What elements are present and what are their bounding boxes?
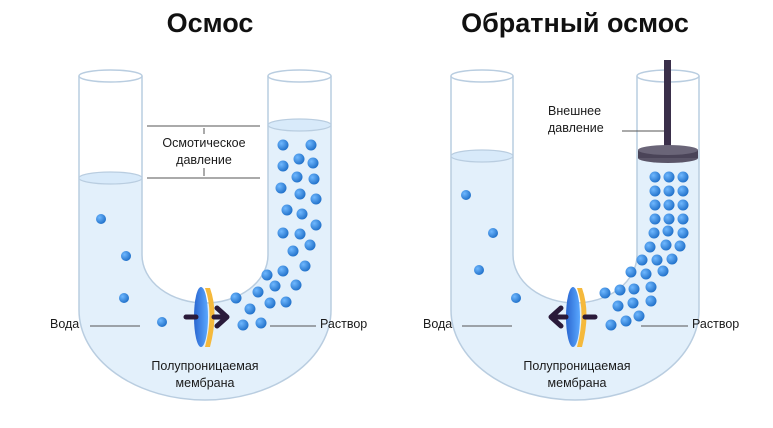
pressure-label-line1: Осмотическое — [162, 136, 246, 150]
semipermeable-membrane-icon — [566, 287, 587, 347]
membrane-label-line2: мембрана — [547, 376, 607, 390]
flow-arrow-right-icon — [183, 305, 230, 329]
semipermeable-membrane-icon — [194, 287, 215, 347]
reverse-osmosis-u-tube — [450, 69, 700, 401]
membrane-label-line2: мембрана — [175, 376, 235, 390]
piston-icon — [638, 60, 698, 163]
osmosis-title: Осмос — [166, 8, 254, 38]
solution-label: Раствор — [692, 317, 740, 331]
osmotic-pressure-marker — [147, 125, 260, 179]
flow-arrow-left-icon — [548, 305, 598, 329]
osmosis-u-tube — [78, 69, 332, 401]
pressure-label-line1: Внешнее — [548, 104, 602, 118]
external-pressure-label: Внешнее давление — [548, 103, 604, 137]
osmotic-pressure-label: Осмотическое давление — [148, 135, 260, 169]
water-label: Вода — [423, 317, 453, 331]
solute-particles — [461, 171, 689, 331]
membrane-label: Полупроницаемая мембрана — [120, 358, 290, 392]
water-label: Вода — [50, 317, 80, 331]
membrane-label-line1: Полупроницаемая — [151, 359, 259, 373]
membrane-label: Полупроницаемая мембрана — [492, 358, 662, 392]
membrane-label-line1: Полупроницаемая — [523, 359, 631, 373]
reverse-osmosis-title: Обратный осмос — [461, 8, 689, 38]
pressure-label-line2: давление — [548, 121, 604, 135]
solution-label: Раствор — [320, 317, 368, 331]
solute-particles — [96, 139, 322, 331]
pressure-label-line2: давление — [176, 153, 232, 167]
